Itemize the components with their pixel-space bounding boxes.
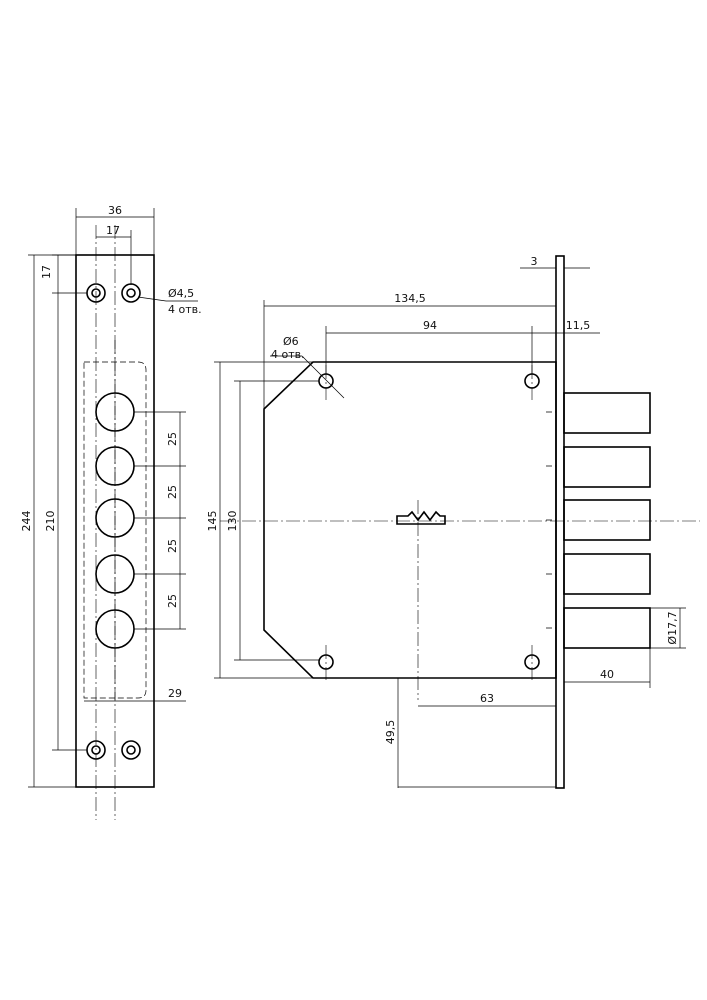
lock-body-view: 3 134,5 94 11,5 Ø6 4 отв. 145 130 Ø17,7 <box>206 255 700 789</box>
dim-hole-spacing-height: 210 <box>44 511 57 532</box>
dim-overall-width: 134,5 <box>394 292 426 305</box>
callout-case-hole-count: 4 отв. <box>271 348 305 361</box>
keyhole <box>396 510 446 525</box>
dim-faceplate-thickness: 3 <box>531 255 538 268</box>
callout-plate-hole-diameter: Ø4,5 <box>168 287 194 300</box>
dim-bolt-diameter: Ø17,7 <box>666 611 679 644</box>
front-plate-screw-holes <box>86 283 141 760</box>
dim-plate-width: 36 <box>108 204 122 217</box>
dim-hole-spacing-width: 17 <box>106 224 120 237</box>
dim-recess-bottom: 29 <box>168 687 182 700</box>
dim-pitch-3: 25 <box>166 539 179 553</box>
dim-backset-offset: 11,5 <box>566 319 591 332</box>
lock-case-outline <box>263 361 557 679</box>
dim-pitch-1: 25 <box>166 432 179 446</box>
dim-plate-height: 244 <box>20 511 33 532</box>
lock-bolts <box>546 392 651 649</box>
dim-key-offset: 63 <box>480 692 494 705</box>
dim-hole-spacing-x: 94 <box>423 319 437 332</box>
dim-hole-spacing-y: 130 <box>226 511 239 532</box>
lock-mounting-holes <box>318 373 540 670</box>
front-plate-recess <box>83 361 147 699</box>
callout-plate-hole-count: 4 отв. <box>168 303 202 316</box>
dim-bolt-projection: 40 <box>600 668 614 681</box>
dim-pitch-4: 25 <box>166 594 179 608</box>
dim-bottom-offset: 49,5 <box>384 720 397 745</box>
dim-case-height: 145 <box>206 511 219 532</box>
dim-pitch-2: 25 <box>166 485 179 499</box>
callout-case-hole-diameter: Ø6 <box>283 335 299 348</box>
lock-faceplate <box>555 255 565 789</box>
dim-top-hole-offset: 17 <box>40 265 53 279</box>
front-plate-view: 36 17 17 Ø4,5 4 отв. 244 210 25 25 25 <box>20 204 202 820</box>
